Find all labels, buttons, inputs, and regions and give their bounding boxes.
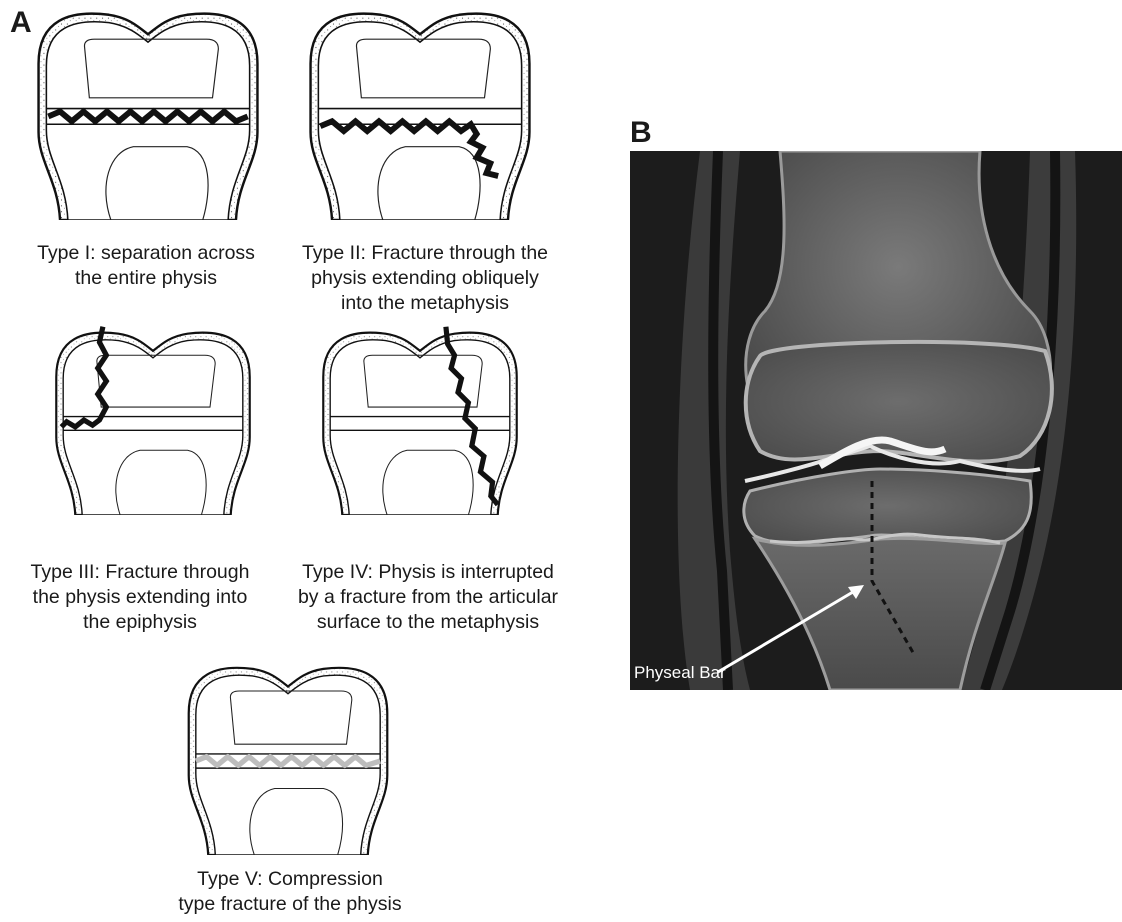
type-iv-caption: Type IV: Physis is interrupted by a frac… <box>278 560 578 635</box>
type-i-diagram <box>28 5 268 220</box>
panel-b-label: B <box>630 118 652 148</box>
type-v-caption: Type V: Compression type fracture of the… <box>150 867 430 917</box>
type-i-caption: Type I: separation across the entire phy… <box>10 241 282 291</box>
physeal-bar-label: Physeal Bar <box>634 663 726 682</box>
mri-knee-image: Physeal Bar <box>630 151 1122 690</box>
type-v-diagram <box>168 660 408 855</box>
type-iii-caption: Type III: Fracture through the physis ex… <box>5 560 275 635</box>
type-ii-diagram <box>300 5 540 220</box>
type-iv-diagram <box>295 325 545 515</box>
type-iii-diagram <box>28 325 278 515</box>
type-ii-caption: Type II: Fracture through the physis ext… <box>285 241 565 316</box>
